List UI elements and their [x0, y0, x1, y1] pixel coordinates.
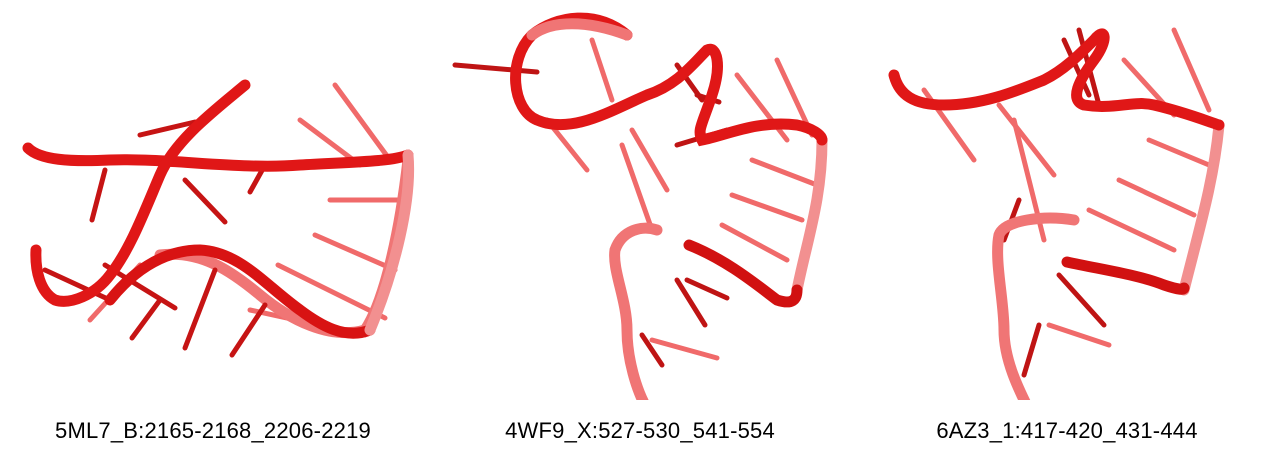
- rna-cartoon-1: [22, 79, 415, 358]
- structure-panel-2: 4WF9_X:527-530_541-554: [427, 0, 853, 460]
- structure-caption: 5ML7_B:2165-2168_2206-2219: [55, 418, 371, 443]
- structure-panel-1: 5ML7_B:2165-2168_2206-2219: [0, 0, 426, 460]
- backbone-loop: [510, 12, 828, 147]
- rna-cartoon-2: [452, 12, 828, 400]
- base-sticks-front: [452, 62, 730, 368]
- base-sticks-front: [1001, 27, 1107, 378]
- backbone-lower: [1061, 256, 1190, 295]
- rna-cartoon-3: [888, 27, 1225, 400]
- base-sticks-front: [42, 119, 268, 358]
- backbone-back: [992, 212, 1080, 400]
- backbone-lower: [683, 239, 803, 308]
- structure-caption: 6AZ3_1:417-420_431-444: [936, 418, 1198, 443]
- base-sticks-back: [87, 82, 408, 338]
- backbone-lower: [104, 244, 376, 339]
- backbone-right: [791, 134, 828, 296]
- backbone-back: [609, 222, 663, 400]
- backbone-cross: [30, 79, 251, 307]
- structure-caption: 4WF9_X:527-530_541-554: [505, 418, 775, 443]
- backbone-loop: [888, 28, 1225, 131]
- base-sticks-back: [544, 37, 820, 361]
- backbone-upper: [22, 142, 414, 172]
- backbone-right: [1178, 119, 1225, 296]
- structure-panel-3: 6AZ3_1:417-420_431-444: [854, 0, 1280, 460]
- base-sticks-back: [921, 27, 1212, 348]
- backbone-loop-back: [526, 18, 633, 41]
- backbone-right: [364, 149, 415, 336]
